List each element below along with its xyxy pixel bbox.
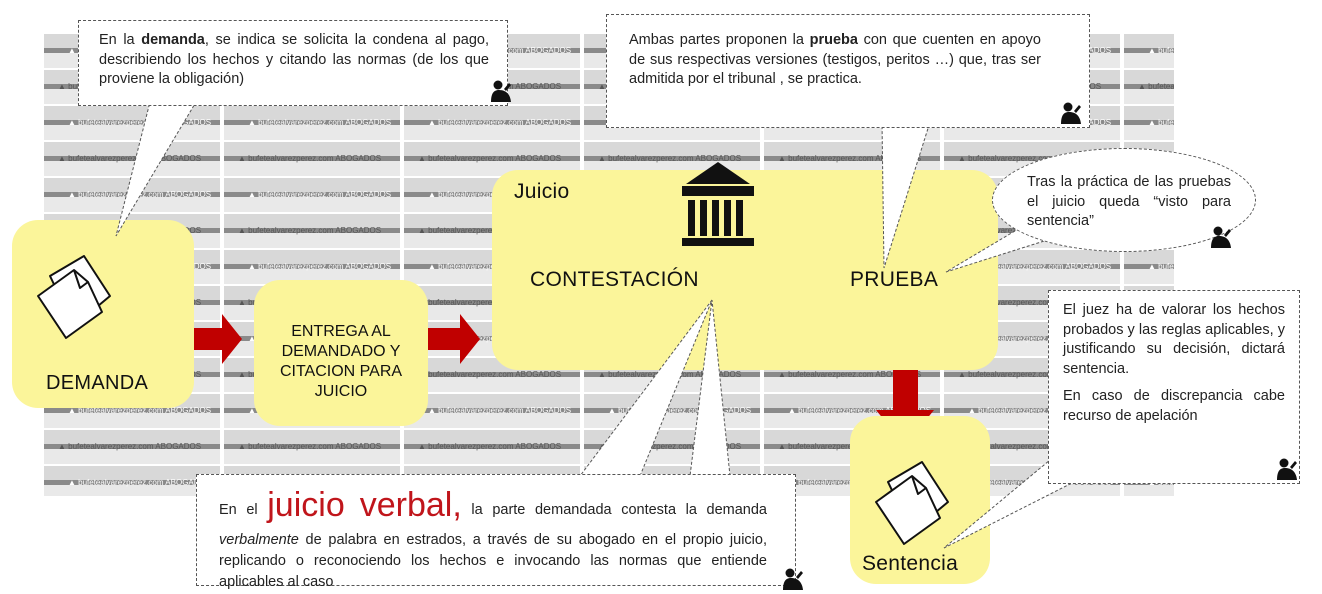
tail-prueba: [881, 121, 931, 269]
watermark-tile: ▲ bufetealvarezperez.com ABOGADOS: [598, 442, 742, 451]
watermark-tile: ▲ bufetealvarezperez.com ABOGADOS: [238, 226, 382, 235]
sentencia-label: Sentencia: [862, 552, 959, 575]
watermark-tile: ▲ bufetealvarezperez.com ABOGADOS: [958, 298, 1102, 307]
watermark-tile: ▲ bufetealvarezperez.com ABOGADOS: [958, 442, 1102, 451]
watermark-tile: ▲ bufetealvarezperez.com ABOGADOS: [58, 154, 202, 163]
watermark-tile: ▲ bufetealvarezperez.com ABOGADOS: [958, 370, 1102, 379]
watermark-tile: ▲ bufetealvarezperez.com ABOGADOS: [248, 118, 392, 127]
entrega-box: [254, 280, 428, 426]
watermark-tile: ▲ bufetealvarezperez.com ABOGADOS: [68, 478, 212, 487]
person-icon-prueba: [1061, 102, 1081, 124]
watermark-tile: ▲ bufetealvarezperez.com ABOGADOS: [248, 262, 392, 271]
watermark-tile: ▲ bufetealvarezperez.com ABOGADOS: [608, 406, 752, 415]
arrow-demanda-to-entrega: [188, 314, 242, 364]
watermark-tile: ▲ bufetealvarezperez.com ABOGADOS: [968, 262, 1112, 271]
watermark-tile: ▲ bufetealvarezperez.com ABOGADOS: [778, 442, 921, 451]
juicio-box: [492, 170, 998, 370]
prueba-label: PRUEBA: [850, 268, 939, 291]
watermark-tile: ▲ bufetealvarezperez.com ABOGADOS: [958, 154, 1102, 163]
callout-demanda: En la demanda, se indica se solicita la …: [78, 20, 508, 106]
callout-visto-para-sentencia: Tras la práctica de las pruebas el juici…: [992, 148, 1256, 252]
watermark-tile: ▲ bufetealvarezperez.com ABOGADOS: [1148, 262, 1174, 271]
arrow-entrega-to-juicio: [426, 314, 480, 364]
watermark-tile: ▲ bufetealvarezperez.com ABOGADOS: [418, 370, 562, 379]
person-icon-visto: [1211, 226, 1231, 248]
watermark-tile: ▲ bufetealvarezperez.com ABOGADOS: [68, 406, 212, 415]
watermark-tile: ▲ bufetealvarezperez.com ABOGADOS: [68, 118, 212, 127]
watermark-tile: ▲ bufetealvarezperez.com ABOGADOS: [968, 334, 1112, 343]
watermark-tile: ▲ bufetealvarezperez.com ABOGADOS: [248, 190, 392, 199]
juicio-title: Juicio: [514, 180, 570, 203]
watermark-tile: ▲ bufetealvarezperez.com ABOGADOS: [778, 154, 922, 163]
watermark-tile: ▲ bufetealvarezperez.com ABOGADOS: [238, 442, 382, 451]
callout-juez: El juez ha de valorar los hechos probado…: [1048, 290, 1300, 484]
juez-paragraph-1: El juez ha de valorar los hechos probado…: [1063, 302, 1285, 377]
watermark-tile: ▲ bufetealvarezperez.com ABOGADOS: [428, 118, 572, 127]
arrow-prueba-to-sentencia: [876, 302, 934, 446]
callout-prueba: Ambas partes proponen la prueba con que …: [606, 14, 1090, 128]
watermark-tile: ▲ bufetealvarezperez.com ABOGADOS: [428, 406, 572, 415]
watermark-tile: ▲ bufetealvarezperez.com ABOGADOS: [418, 298, 562, 307]
demanda-label: DEMANDA: [46, 372, 149, 394]
demanda-box: [12, 220, 194, 408]
entrega-label: ENTREGA AL DEMANDADO Y CITACION PARA JUI…: [279, 323, 403, 400]
person-icon-juez: [1277, 458, 1297, 480]
person-icon-verbal: [783, 568, 803, 590]
watermark-tile: ▲ bufetealvarezperez.com ABOGADOS: [418, 442, 562, 451]
contestacion-label: CONTESTACIÓN: [530, 268, 699, 291]
watermark-tile: ▲ bufetealvarezperez.com ABOGADOS: [598, 154, 742, 163]
document-icon-sentencia: [875, 461, 949, 545]
courthouse-icon: [682, 162, 754, 246]
watermark-tile: ▲ bufetealvarezperez.com ABOGADOS: [1138, 82, 1174, 91]
watermark-tile: ▲ bufetealvarezperez.com ABOGADOS: [778, 370, 922, 379]
watermark-tile: ▲ bufetealvarezperez.com ABOGADOS: [58, 442, 202, 451]
callout-juicio-verbal: En el juicio verbal, la parte demandada …: [196, 474, 796, 590]
watermark-tile: ▲ bufetealvarezperez.com ABOGADOS: [418, 226, 562, 235]
person-icon-demanda: [491, 80, 511, 102]
watermark-tile: ▲ bufetealvarezperez.com ABOGADOS: [1148, 46, 1174, 55]
watermark-tile: ▲ bufetealvarezperez.com ABOGADOS: [418, 154, 562, 163]
document-icon-demanda: [37, 255, 111, 339]
watermark-tile: ▲ bufetealvarezperez.com ABOGADOS: [968, 406, 1112, 415]
watermark-tile: ▲ bufetealvarezperez.com ABOGADOS: [238, 154, 382, 163]
juez-paragraph-2: En caso de discrepancia cabe recurso de …: [1063, 388, 1285, 424]
watermark-tile: ▲ bufetealvarezperez.com ABOGADOS: [788, 406, 932, 415]
watermark-tile: ▲ bufetealvarezperez.com ABOGADOS: [1148, 118, 1174, 127]
